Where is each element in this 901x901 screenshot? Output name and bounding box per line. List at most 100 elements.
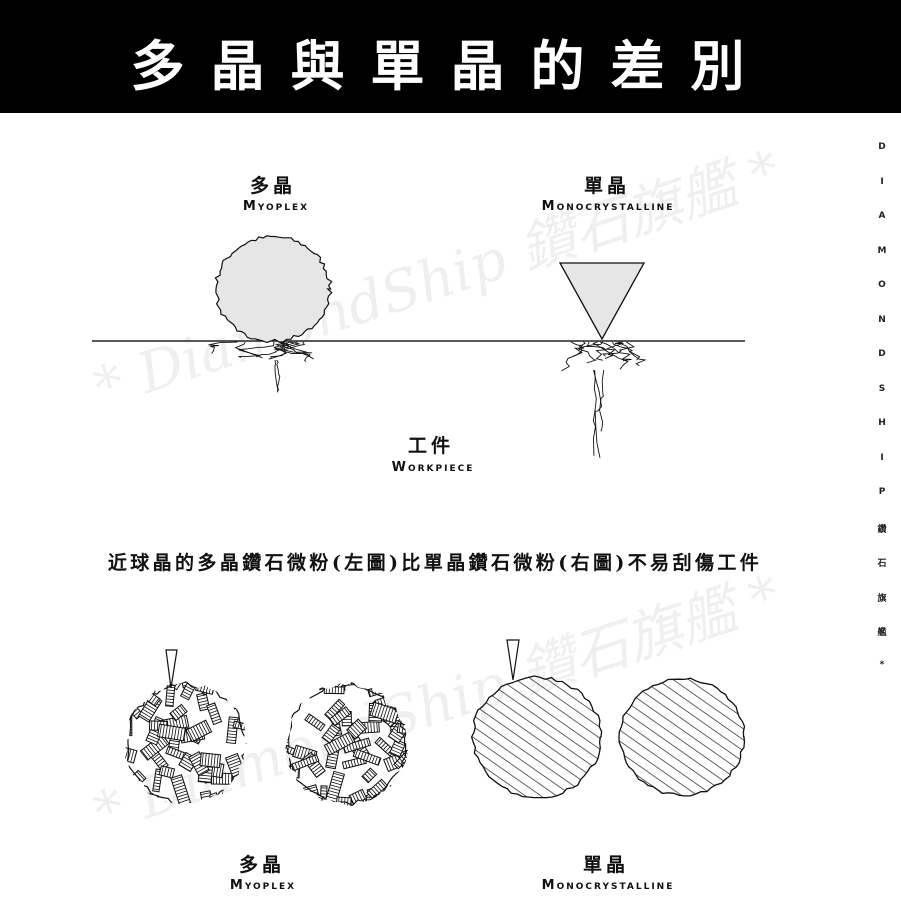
grain — [305, 793, 324, 806]
crack-line — [208, 341, 238, 354]
crack-line — [586, 341, 608, 361]
crack-right — [561, 341, 647, 458]
grain — [123, 681, 144, 691]
side-char: A — [878, 211, 886, 221]
crack-line — [599, 369, 605, 432]
grain — [123, 713, 132, 736]
crack-line — [238, 341, 275, 359]
grain — [140, 792, 159, 805]
grain — [398, 805, 408, 806]
grain — [158, 801, 168, 805]
side-char: D — [878, 349, 886, 359]
grain — [402, 682, 408, 710]
grain — [244, 785, 247, 805]
bottom-particles — [123, 639, 746, 806]
bottom-left-label-zh: 多晶 — [238, 854, 286, 876]
side-char: S — [878, 383, 886, 394]
polycrystal-ball — [284, 681, 408, 806]
top-right-label-en: Monocrystalline — [541, 199, 675, 214]
page-title: 多晶與單晶的差別 — [130, 34, 771, 98]
grain — [170, 774, 192, 805]
monocrystal-particle — [558, 262, 646, 341]
crack-line — [276, 359, 281, 391]
side-char: D — [878, 142, 886, 152]
grain — [158, 765, 176, 779]
grain — [352, 748, 382, 766]
grain — [323, 731, 356, 756]
top-left-label-zh: 多晶 — [249, 175, 297, 197]
grain — [169, 703, 188, 722]
grain — [199, 790, 214, 805]
grain — [304, 713, 326, 732]
grain — [174, 670, 189, 679]
grain — [220, 791, 241, 805]
title-bar: 多晶與單晶的差別 — [0, 0, 901, 113]
grain — [389, 689, 405, 709]
crack-line — [592, 369, 597, 456]
grain — [365, 796, 380, 806]
grain — [388, 738, 407, 758]
grain — [123, 681, 131, 700]
polycrystal-particle — [214, 235, 333, 344]
monocrystal-ball — [470, 675, 603, 799]
grain — [323, 686, 345, 695]
grain — [394, 776, 408, 806]
grain — [290, 754, 320, 772]
grain — [367, 681, 397, 698]
grain — [206, 702, 223, 726]
side-char: 艦 — [877, 628, 887, 638]
grain — [284, 720, 290, 750]
ball-outline — [125, 681, 247, 805]
grain — [226, 716, 239, 745]
grain — [371, 798, 386, 806]
grain — [348, 788, 368, 806]
grain — [199, 752, 222, 769]
side-char: I — [880, 452, 884, 463]
top-left-label-en: Myoplex — [242, 199, 310, 214]
side-char: M — [877, 245, 887, 256]
grain — [342, 737, 372, 754]
side-char: 旗 — [877, 593, 887, 604]
side-char: H — [878, 418, 886, 428]
indenter-left — [165, 649, 178, 689]
crack-line — [593, 369, 602, 458]
crack-line — [570, 341, 598, 364]
indenter-right — [506, 639, 520, 681]
grain — [399, 776, 408, 806]
bottom-left-label-en: Myoplex — [229, 878, 297, 893]
grain — [328, 705, 352, 727]
grain — [284, 778, 298, 806]
crack-line — [572, 341, 604, 357]
grain — [123, 683, 134, 708]
bottom-right-label-zh: 單晶 — [582, 854, 630, 876]
grain — [123, 681, 145, 690]
grain — [392, 800, 408, 806]
side-char: O — [878, 280, 886, 290]
side-char: 石 — [877, 559, 887, 569]
grain — [324, 698, 346, 721]
crack-line — [592, 341, 629, 370]
grain — [123, 797, 129, 805]
top-right-label-zh: 單晶 — [583, 175, 631, 197]
crack-line — [255, 341, 290, 358]
grain — [196, 692, 211, 712]
crack-line — [599, 341, 632, 362]
grain — [361, 767, 378, 784]
grain — [284, 681, 300, 691]
grain — [123, 706, 132, 738]
grain — [287, 799, 306, 806]
crack-line — [618, 341, 647, 367]
grain — [284, 681, 295, 686]
grain — [123, 681, 132, 692]
grain — [123, 788, 153, 805]
grain — [188, 751, 211, 777]
grain — [123, 780, 134, 799]
grain — [322, 681, 346, 690]
grain — [284, 793, 286, 806]
grain — [389, 783, 408, 800]
grain — [223, 789, 247, 805]
grain — [321, 722, 342, 745]
grain — [123, 745, 124, 760]
